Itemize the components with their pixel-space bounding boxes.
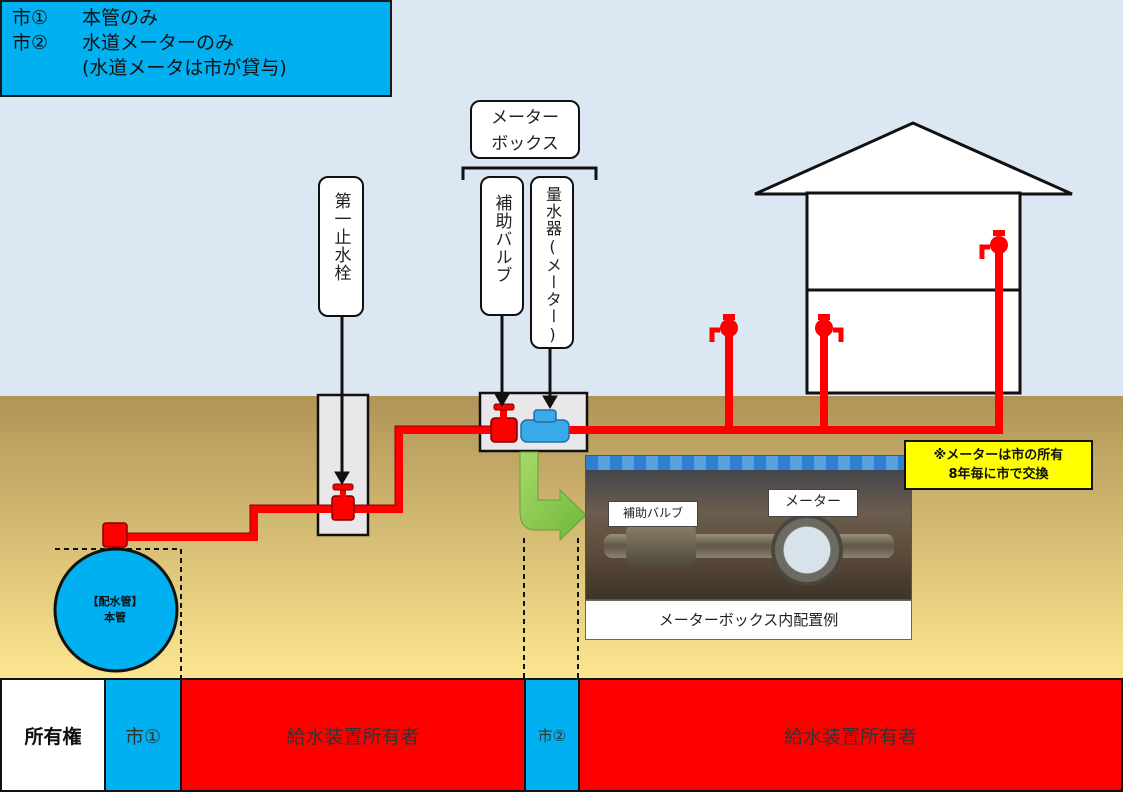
first-stop-cock-label: 第一止水栓 (330, 192, 351, 282)
down-arrow-icon (542, 348, 558, 409)
meter-box-line1: メーター (491, 108, 559, 128)
meter-box-bracket (461, 166, 598, 180)
supply-pipe-outline (116, 425, 500, 534)
ownership-owner2: 給水装置所有者 (578, 678, 1123, 792)
first-stop-cock-callout: 第一止水栓 (318, 176, 364, 317)
legend-city1-text: 本管のみ (82, 7, 159, 29)
main-pipe-line2: 本管 (104, 611, 126, 624)
faucet-icon (979, 230, 1008, 259)
main-pipe (53, 547, 179, 673)
photo-rim (586, 456, 911, 470)
main-boundary-line (55, 548, 182, 678)
supply-pipe (116, 240, 1003, 541)
main-connector (102, 522, 128, 548)
legend-city2-key: 市② (12, 32, 49, 54)
ownership-header: 所有権 (0, 678, 106, 792)
meter-box-line2: ボックス (491, 134, 559, 154)
faucet-icon (815, 314, 844, 342)
legend-city2-text: 水道メーターのみ (82, 32, 235, 54)
photo-aux-valve-label: 補助バルブ (608, 501, 698, 527)
meter-box-callout: メーター ボックス (470, 100, 580, 159)
meter-icon (520, 409, 570, 443)
water-meter-callout: 量水器(メーター) (530, 176, 574, 349)
legend-meter-note: (水道メータは市が貸与) (82, 57, 287, 79)
down-arrow-icon (334, 316, 350, 485)
ownership-owner1: 給水装置所有者 (180, 678, 526, 792)
photo-caption: メーターボックス内配置例 (585, 600, 912, 640)
legend-city1-key: 市① (12, 7, 49, 29)
ownership-city2: 市② (524, 678, 580, 792)
note-line1: ※メーターは市の所有 (933, 448, 1064, 463)
faucet-icon (709, 314, 738, 342)
meter-box-photo: 補助バルブ メーター (585, 455, 912, 600)
aux-valve-callout: 補助バルブ (480, 176, 524, 316)
ownership-city1: 市① (104, 678, 182, 792)
note-line2: 8年毎に市で交換 (948, 467, 1049, 482)
photo-arrow (519, 451, 587, 542)
valve-icon (331, 483, 355, 521)
house-icon (754, 121, 1073, 395)
meter-ownership-note: ※メーターは市の所有 8年毎に市で交換 (904, 440, 1093, 490)
valve-icon (490, 403, 518, 443)
water-meter-label: 量水器(メーター) (543, 186, 562, 345)
main-pipe-line1: 【配水管】 (87, 595, 143, 608)
photo-meter-label: メーター (768, 489, 858, 517)
down-arrow-icon (494, 316, 510, 407)
main-pipe-label: 【配水管】 本管 (70, 594, 160, 626)
legend-box: 市① 本管のみ 市② 水道メーターのみ (水道メータは市が貸与) (0, 0, 392, 97)
photo-meter-dial (771, 514, 843, 586)
aux-valve-label: 補助バルブ (491, 194, 512, 284)
photo-valve (626, 522, 696, 568)
